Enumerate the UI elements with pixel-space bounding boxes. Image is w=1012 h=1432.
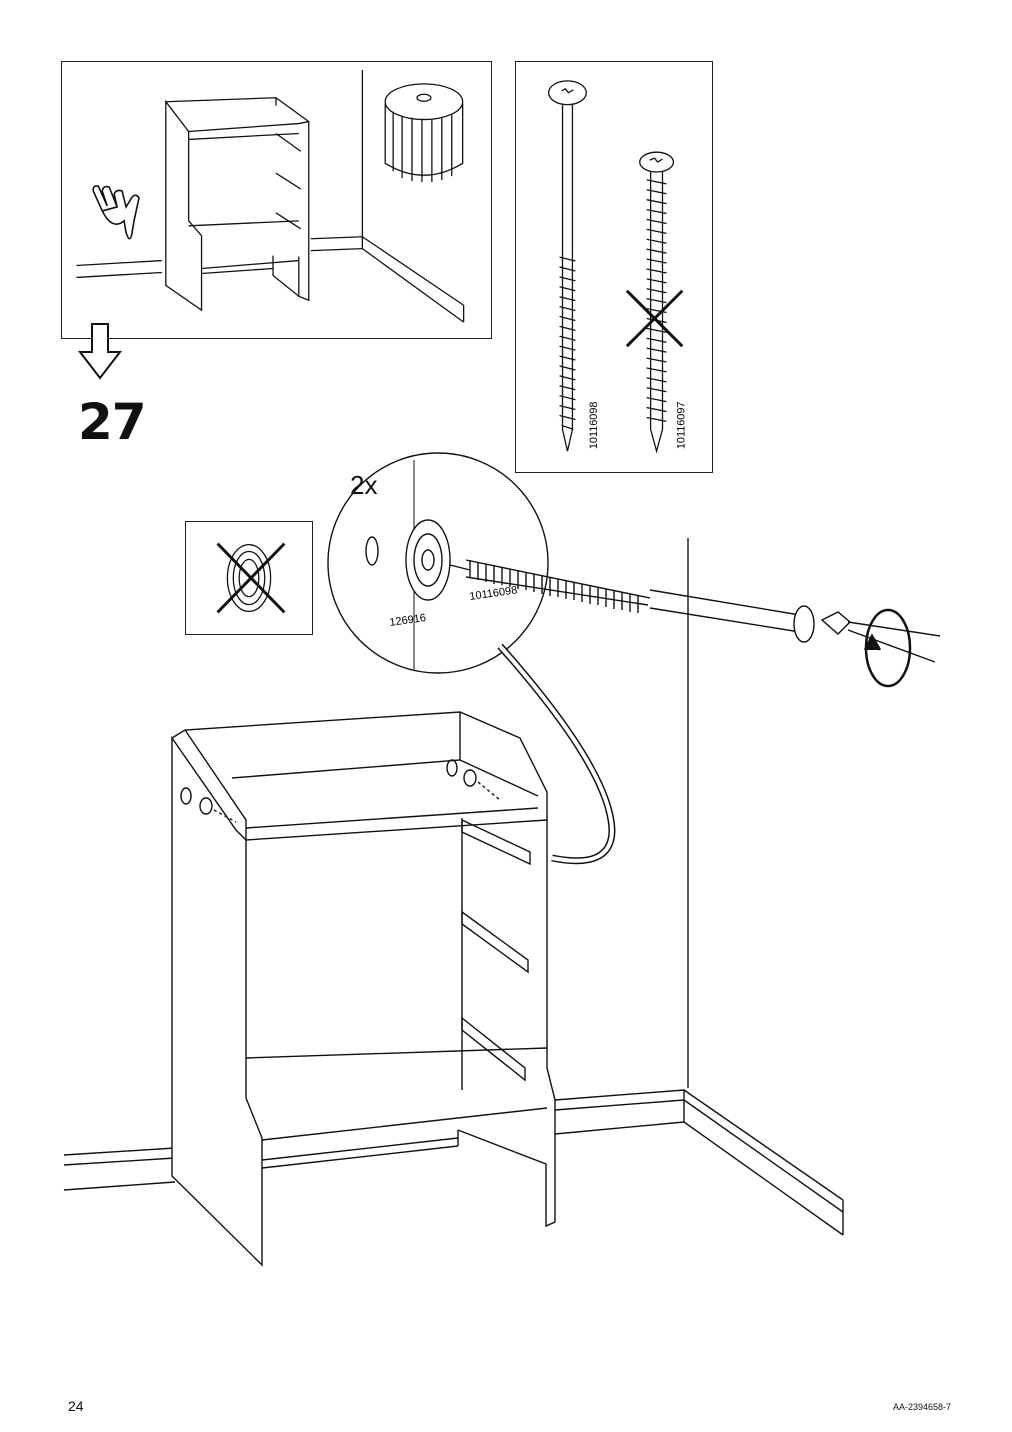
no-drill-panel (185, 521, 313, 635)
quantity-label: 2x (350, 470, 378, 500)
document-id: AA-2394658-7 (893, 1402, 952, 1412)
step-number: 27 (78, 393, 147, 451)
rotate-clockwise-icon (863, 608, 912, 688)
screw-selection-panel: 10116098 10116097 (515, 61, 713, 473)
wall-check-panel (61, 61, 492, 339)
screw-comparison-illustration: 10116098 10116097 (548, 80, 687, 454)
page-number: 24 (68, 1398, 84, 1414)
screw-short-id: 10116097 (675, 402, 687, 450)
down-arrow-icon (77, 323, 123, 380)
pointing-hand-icon (92, 185, 140, 240)
cross-icon (625, 289, 684, 348)
screw-long-id: 10116098 (588, 402, 600, 450)
cross-icon (216, 542, 286, 614)
washer-id: 126916 (389, 612, 427, 629)
cabinet-against-wall-illustration (76, 69, 465, 323)
